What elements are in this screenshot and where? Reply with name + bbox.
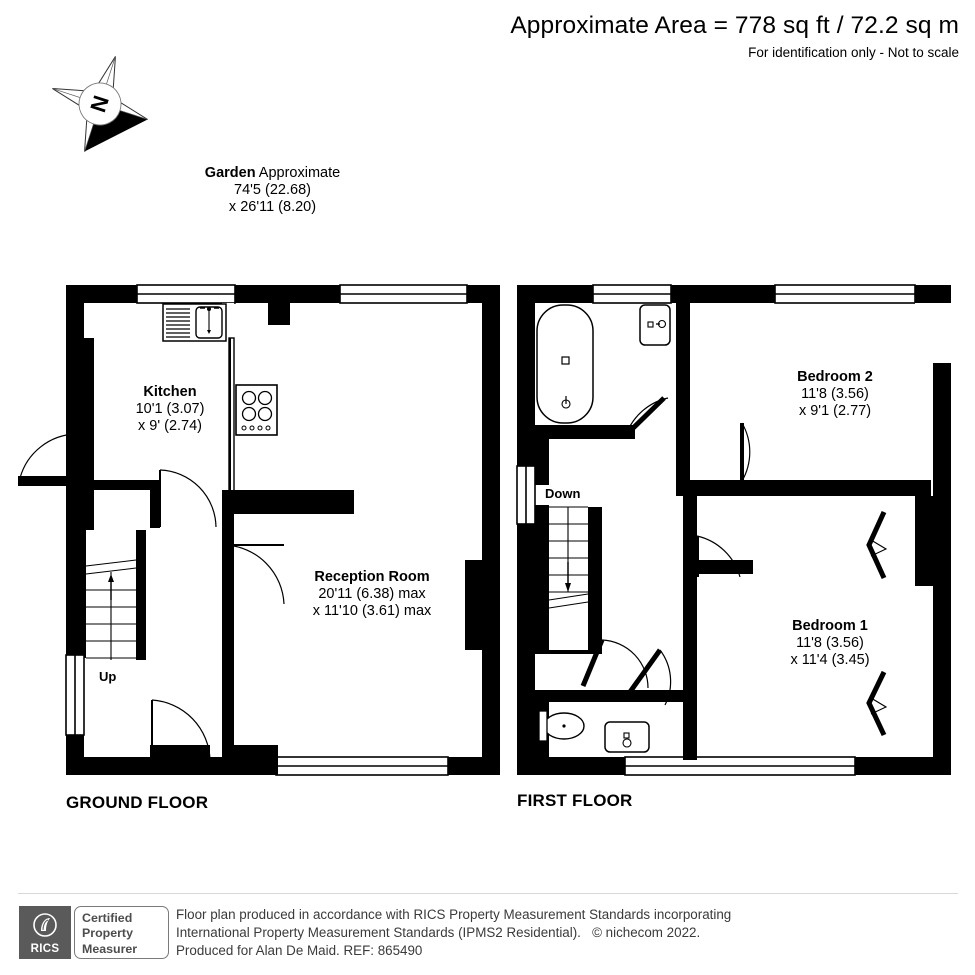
disclaimer-text: For identification only - Not to scale [748, 45, 959, 60]
garden-dim-1: 74'5 (22.68) [234, 181, 311, 198]
badge-line-1: Certified [82, 911, 133, 925]
door-wc [659, 649, 672, 706]
toilet-icon [538, 710, 585, 742]
garden-approx: Approximate [258, 165, 341, 181]
footer-line-1: Floor plan produced in accordance with R… [176, 907, 732, 922]
garden-label: Garden [204, 165, 256, 181]
window-landing-left [516, 465, 536, 525]
bedroom-2-name: Bedroom 2 [797, 369, 873, 385]
wardrobe-recess-icon [866, 510, 888, 580]
compass-north-letter: N [85, 92, 114, 115]
wardrobe-recess-2-icon [866, 670, 888, 737]
reception-dim-1: 20'11 (6.38) max [318, 585, 426, 602]
stairs-direction-up: Up [99, 669, 117, 684]
window-bathroom [592, 284, 672, 304]
door-threshold-entry [18, 476, 80, 486]
first-floor-plan [516, 284, 951, 776]
door-reception [225, 544, 285, 605]
window-ground-reception-top [339, 284, 468, 304]
window-ground-reception-bottom [275, 756, 449, 776]
certified-measurer-text: Certified Property Measurer [74, 906, 169, 959]
bedroom-2-dim-2: x 9'1 (2.77) [798, 402, 872, 419]
stairs-direction-down: Down [545, 486, 581, 501]
wash-basin-2-icon [604, 721, 650, 753]
door-hall-rear [151, 699, 211, 761]
room-label-bedroom-2: Bedroom 2 11'8 (3.56) x 9'1 (2.77) [755, 369, 915, 419]
footer-line-2-standards: International Property Measurement Stand… [176, 925, 581, 940]
kitchen-name: Kitchen [143, 384, 197, 400]
reception-dim-2: x 11'10 (3.61) max [312, 602, 432, 619]
window-ground-hall-left [65, 654, 85, 736]
sink-with-drainer-icon [162, 303, 227, 342]
footer-divider [18, 893, 958, 894]
door-bedroom-2 [741, 422, 751, 482]
footer-line-3: Produced for Alan De Maid. REF: 865490 [176, 943, 423, 958]
garden-dim-2: x 26'11 (8.20) [228, 198, 317, 215]
bathtub-icon [536, 304, 594, 424]
room-label-bedroom-1: Bedroom 1 11'8 (3.56) x 11'4 (3.45) [750, 618, 910, 668]
window-ground-kitchen [136, 284, 236, 304]
footer-copyright: © nichecom 2022. [592, 925, 701, 940]
door-kitchen [159, 469, 217, 528]
bedroom-1-name: Bedroom 1 [792, 618, 868, 634]
window-bedroom-1 [624, 756, 856, 776]
compass-rose-icon: N [48, 52, 153, 157]
garden-note: Garden Approximate 74'5 (22.68) x 26'11 … [190, 165, 355, 215]
room-label-reception-room: Reception Room 20'11 (6.38) max x 11'10 … [292, 569, 452, 619]
door-bedroom-1 [696, 535, 741, 578]
door-landing [601, 639, 649, 689]
rics-certified-badge: RICS Certified Property Measurer [19, 906, 169, 959]
door-front-entry [19, 433, 77, 479]
footer-line-2: International Property Measurement Stand… [176, 924, 816, 942]
rics-brand-text: RICS [30, 943, 60, 955]
badge-line-3: Measurer [82, 941, 138, 956]
bedroom-1-dim-2: x 11'4 (3.45) [790, 651, 870, 668]
rics-emblem-icon [33, 913, 57, 937]
staircase-up [85, 530, 137, 660]
rics-logo-block: RICS [19, 906, 71, 959]
bedroom-1-dim-1: 11'8 (3.56) [796, 634, 864, 651]
ground-floor-title: GROUND FLOOR [66, 793, 209, 812]
first-floor-title: FIRST FLOOR [517, 791, 633, 810]
staircase-down [548, 505, 589, 650]
kitchen-dim-2: x 9' (2.74) [137, 417, 203, 434]
footer-disclaimer: Floor plan produced in accordance with R… [176, 906, 816, 960]
kitchen-dim-1: 10'1 (3.07) [135, 400, 205, 417]
room-label-kitchen: Kitchen 10'1 (3.07) x 9' (2.74) [100, 384, 240, 434]
window-bedroom-2 [774, 284, 916, 304]
badge-line-2: Property [82, 926, 133, 941]
reception-name: Reception Room [314, 569, 430, 585]
wash-basin-icon [639, 304, 671, 346]
cooker-hob-icon [235, 384, 278, 436]
ground-floor-plan [18, 284, 500, 776]
bedroom-2-dim-1: 11'8 (3.56) [801, 385, 869, 402]
page-title: Approximate Area = 778 sq ft / 72.2 sq m [510, 12, 959, 39]
